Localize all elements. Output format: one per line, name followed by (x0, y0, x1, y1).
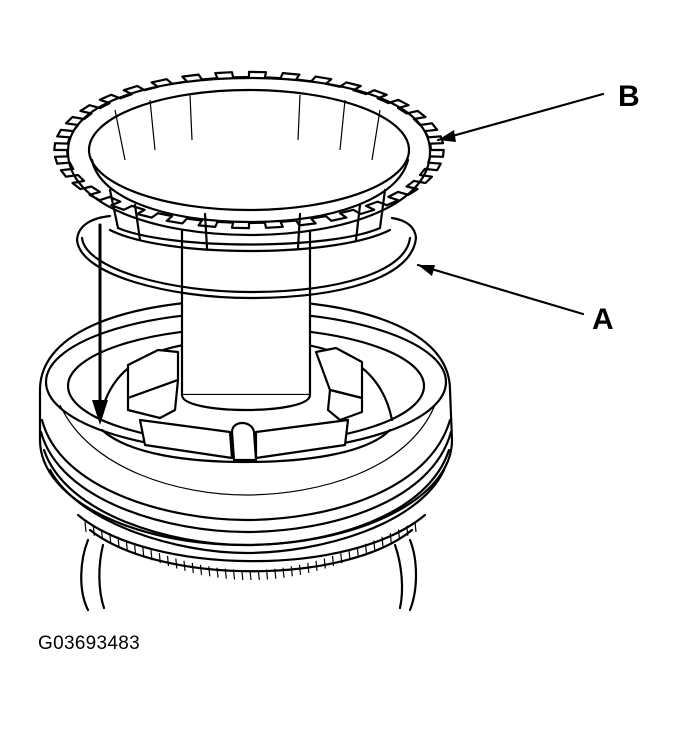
figure-id: G03693483 (38, 633, 141, 654)
inner-lugs (126, 346, 364, 462)
leader-line-b (436, 92, 605, 142)
toothed-ring-b (53, 70, 445, 253)
knurled-collar (76, 513, 427, 581)
o-ring-a (75, 214, 418, 300)
callout-a-label: A (592, 303, 614, 336)
shaft-body (80, 538, 418, 612)
install-arrow (92, 223, 108, 425)
callout-b-label: B (618, 80, 640, 113)
leader-line-a (416, 263, 585, 316)
